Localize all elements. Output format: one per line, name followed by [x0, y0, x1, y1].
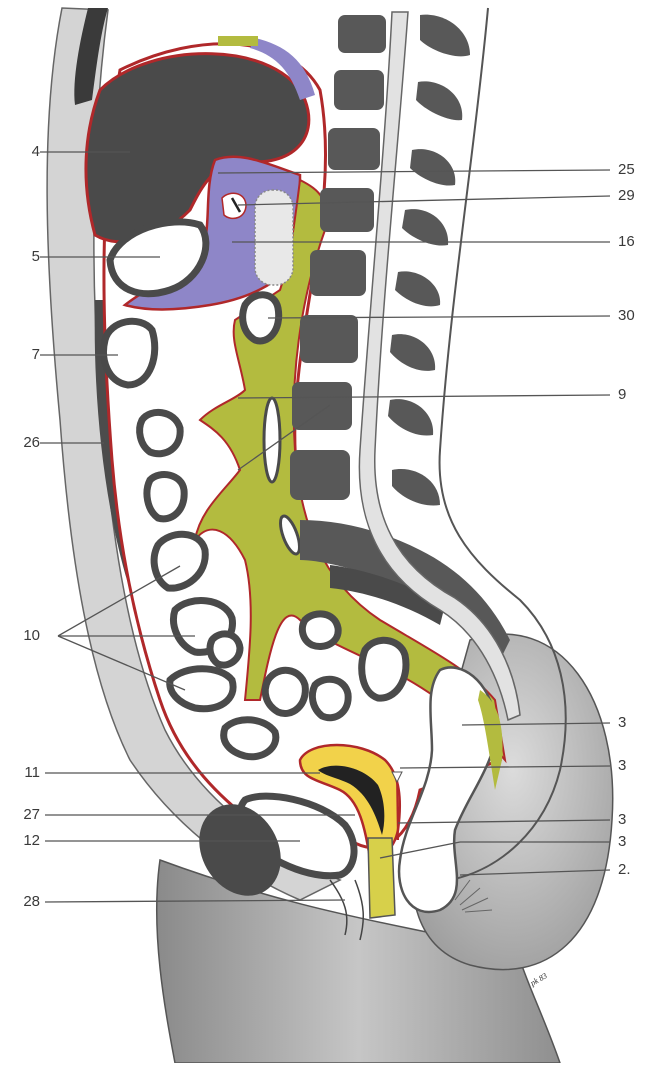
label-3-middle: 3 — [618, 757, 626, 775]
label-25: 25 — [618, 161, 635, 179]
label-28: 28 — [0, 893, 40, 911]
leader-9b — [238, 405, 330, 470]
leader-29 — [238, 196, 610, 205]
label-27: 27 — [0, 806, 40, 824]
leader-10a — [58, 566, 180, 636]
leader-28 — [45, 900, 345, 902]
label-4: 4 — [0, 143, 40, 161]
leader-3a — [462, 723, 610, 725]
label-30: 30 — [618, 307, 635, 325]
leader-30 — [268, 316, 610, 318]
label-11: 11 — [0, 764, 40, 782]
leader-3b — [400, 766, 610, 768]
label-12: 12 — [0, 832, 40, 850]
label-2x: 2. — [618, 861, 631, 879]
label-29: 29 — [618, 187, 635, 205]
leader-25 — [218, 170, 610, 173]
leader-2x — [460, 870, 610, 875]
label-9: 9 — [618, 386, 626, 404]
label-3-upper: 3 — [618, 714, 626, 732]
label-10: 10 — [0, 627, 40, 645]
label-16: 16 — [618, 233, 635, 251]
leader-10c — [58, 636, 185, 690]
label-26: 26 — [0, 434, 40, 452]
leader-3c — [398, 820, 610, 823]
leader-9a — [238, 395, 610, 398]
label-5: 5 — [0, 248, 40, 266]
label-3-lower: 3 — [618, 811, 626, 829]
leader-3d — [380, 842, 460, 858]
label-3-bottom: 3 — [618, 833, 626, 851]
label-7: 7 — [0, 346, 40, 364]
